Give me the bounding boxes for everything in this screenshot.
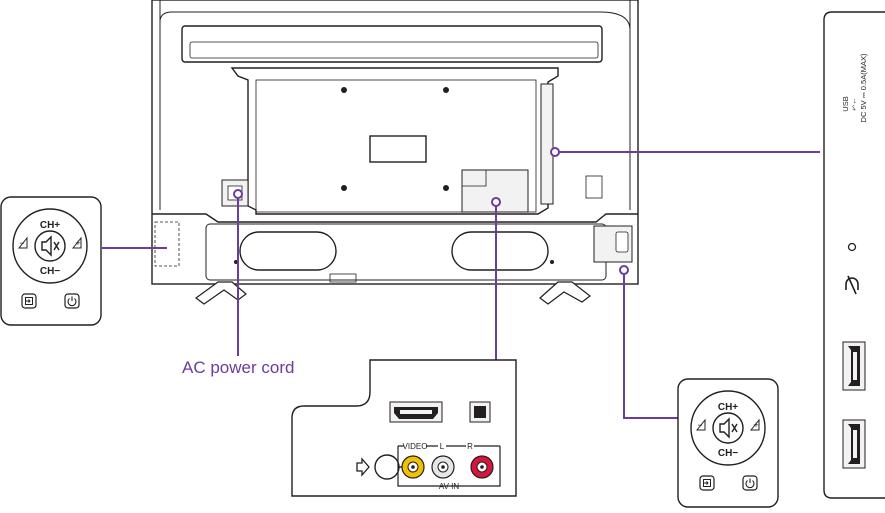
hdmi-port-1: [843, 342, 865, 390]
audio-right-jack-red: [471, 456, 493, 478]
usb-rating-label: DC 5V ⎓ 0.5A(MAX): [859, 53, 868, 122]
tv-back-panel: [152, 0, 638, 284]
ac-power-cord-label: AC power cord: [182, 358, 294, 378]
audio-left-jack-white: [432, 456, 454, 478]
left-control-panel-inset: CH+ CH− − +: [1, 197, 101, 325]
right-control-panel-inset: CH+ CH− − +: [678, 379, 778, 507]
audio-right-label: R: [467, 442, 473, 451]
video-label: VIDEO: [403, 442, 428, 451]
optical-port: [470, 402, 490, 422]
side-connector-panel-inset: USB ⬿← DC 5V ⎓ 0.5A(MAX): [824, 12, 885, 498]
power-button: [65, 294, 79, 308]
input-source-button: [22, 294, 36, 308]
hdmi-port: [390, 402, 442, 422]
video-jack-yellow: [402, 456, 424, 478]
channel-up-label: CH+: [40, 220, 60, 231]
tv-stand-feet: [196, 282, 590, 304]
av-in-label: AV IN: [439, 482, 460, 491]
audio-left-label: L: [440, 442, 445, 451]
volume-down-label: −: [697, 420, 702, 430]
channel-down-label: CH−: [40, 266, 60, 277]
volume-down-label: −: [19, 238, 24, 248]
power-button: [743, 476, 757, 490]
volume-up-label: +: [753, 420, 758, 430]
channel-up-label: CH+: [718, 402, 738, 413]
usb-symbol: ⬿←: [849, 97, 858, 111]
volume-up-label: +: [75, 238, 80, 248]
av-input-panel-inset: VIDEO L R AV IN: [292, 360, 516, 496]
hdmi-port-2: [843, 420, 865, 468]
input-source-button: [700, 476, 714, 490]
channel-down-label: CH−: [718, 448, 738, 459]
